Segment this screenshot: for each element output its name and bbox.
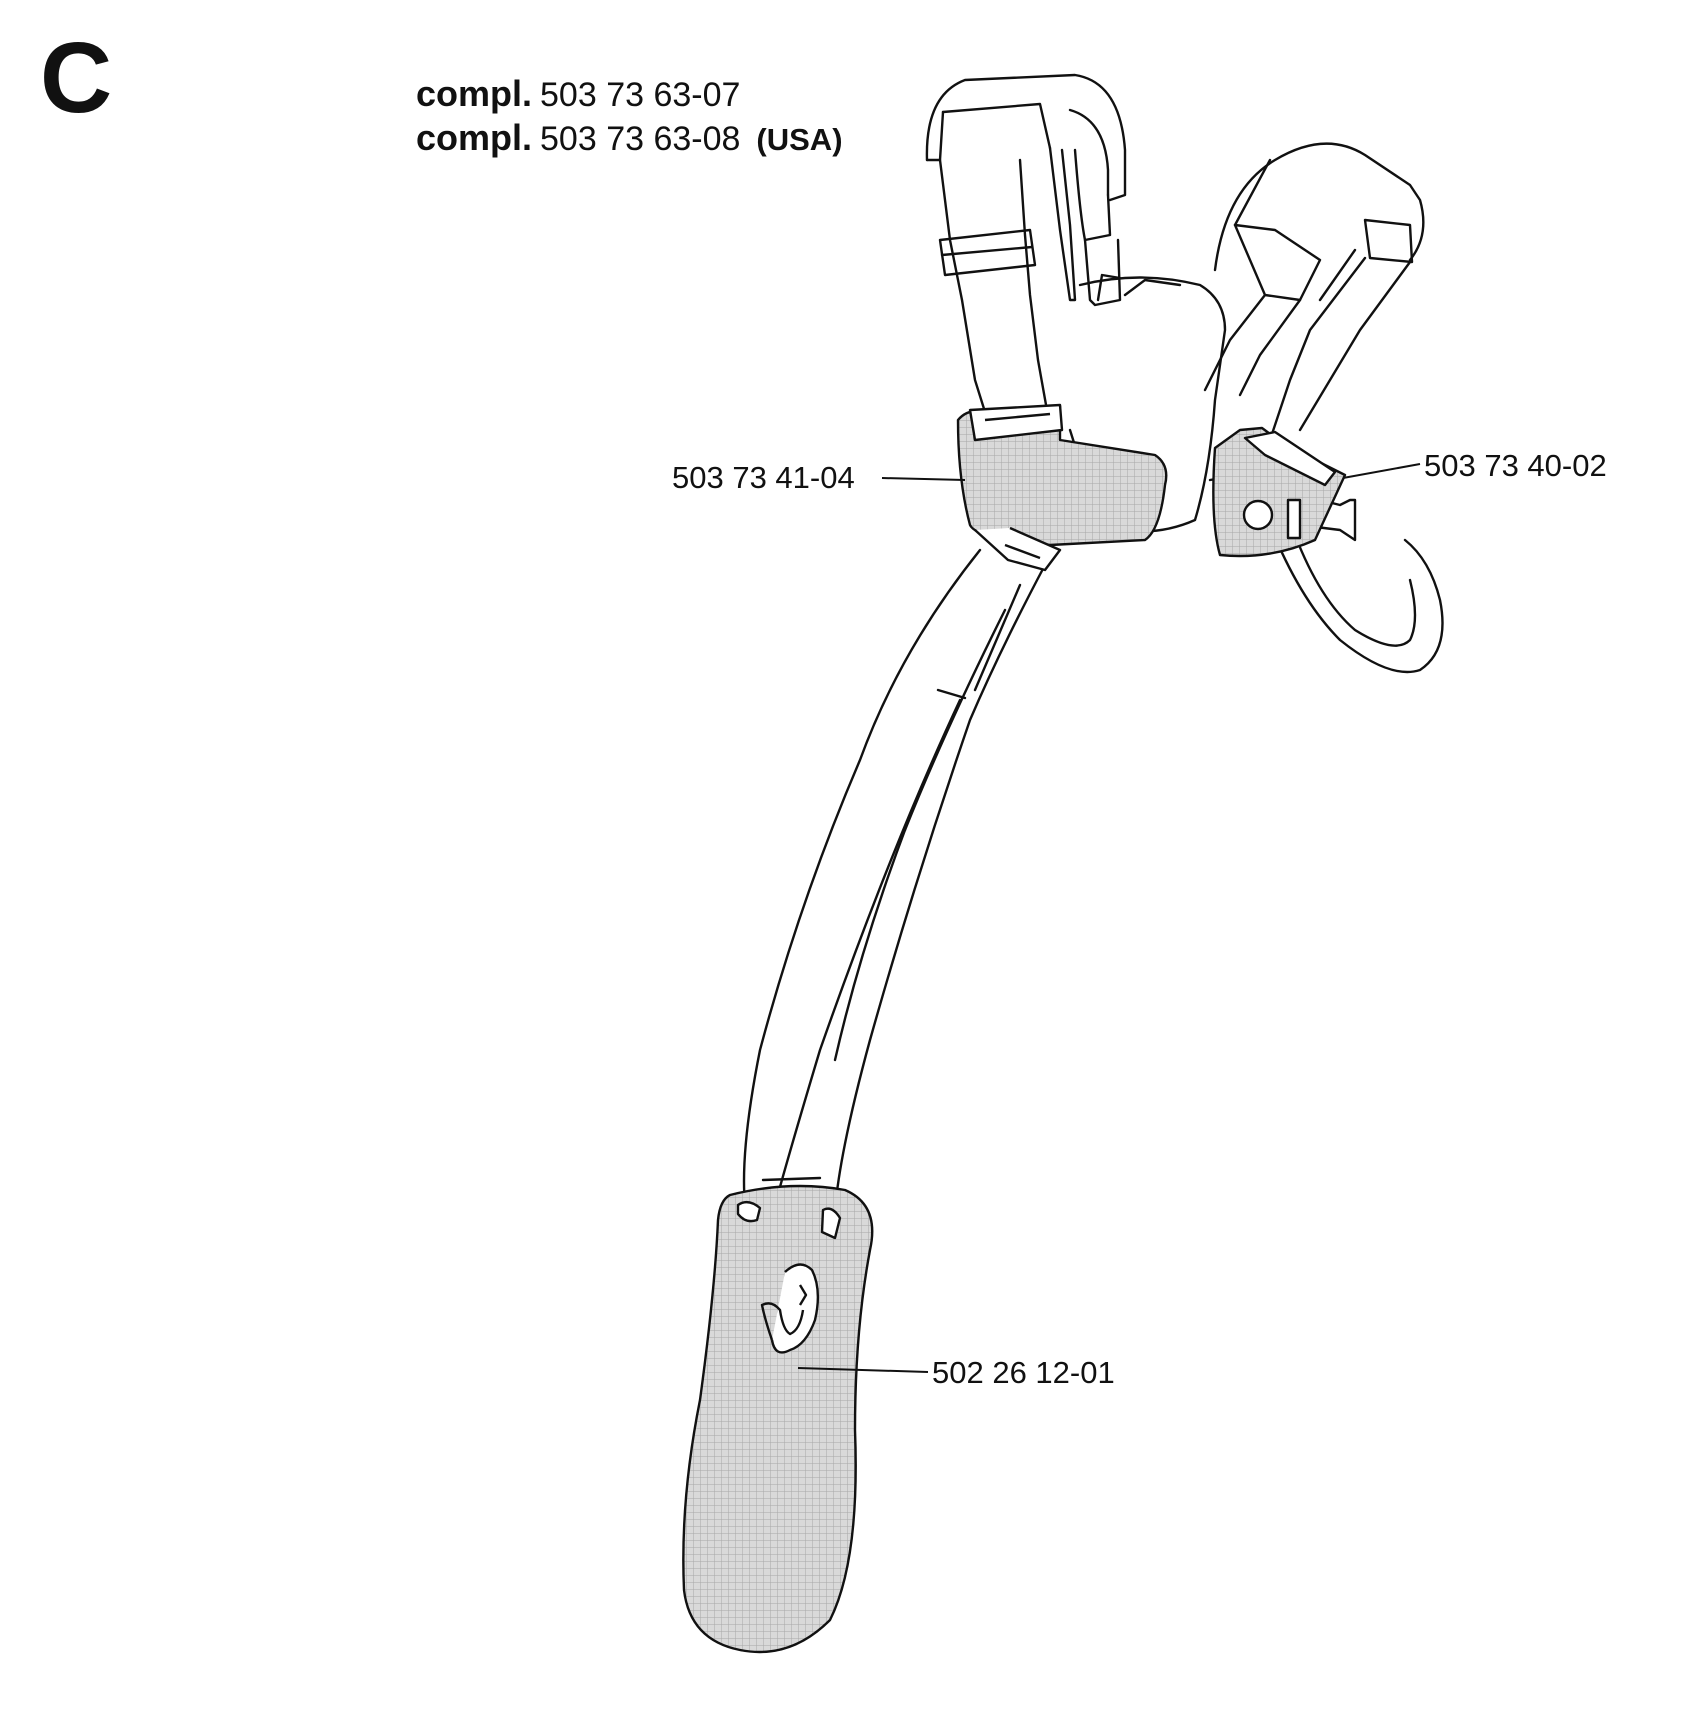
leader-lines <box>797 463 1421 1373</box>
part-label-503-73-40-02: 503 73 40-02 <box>1424 448 1607 483</box>
left-shoulder-strap <box>925 73 1127 430</box>
front-strap <box>742 548 1047 1212</box>
assembly-region-note: (USA) <box>756 122 843 157</box>
assembly-row-1: compl.503 73 63-07 <box>416 73 741 114</box>
assembly-keyword: compl. <box>416 117 533 158</box>
leader-line-503-73-40-02 <box>1342 463 1421 479</box>
back-plate <box>1068 276 1227 533</box>
assembly-row-2: compl.503 73 63-08 (USA) <box>416 117 843 158</box>
section-letter: C <box>40 22 113 134</box>
assembly-part-number: 503 73 63-07 <box>540 76 741 114</box>
assembly-keyword: compl. <box>416 73 533 114</box>
assembly-part-number: 503 73 63-08 <box>540 120 741 158</box>
right-buckle-plate <box>1212 426 1347 558</box>
right-shoulder-strap <box>1203 142 1425 442</box>
hip-pad <box>682 1184 874 1654</box>
leader-line-503-73-41-04 <box>881 477 966 481</box>
part-label-503-73-41-04: 503 73 41-04 <box>672 460 855 495</box>
left-shoulder-pad <box>956 403 1168 572</box>
leader-line-502-26-12-01 <box>797 1367 929 1373</box>
part-label-502-26-12-01: 502 26 12-01 <box>932 1355 1115 1390</box>
